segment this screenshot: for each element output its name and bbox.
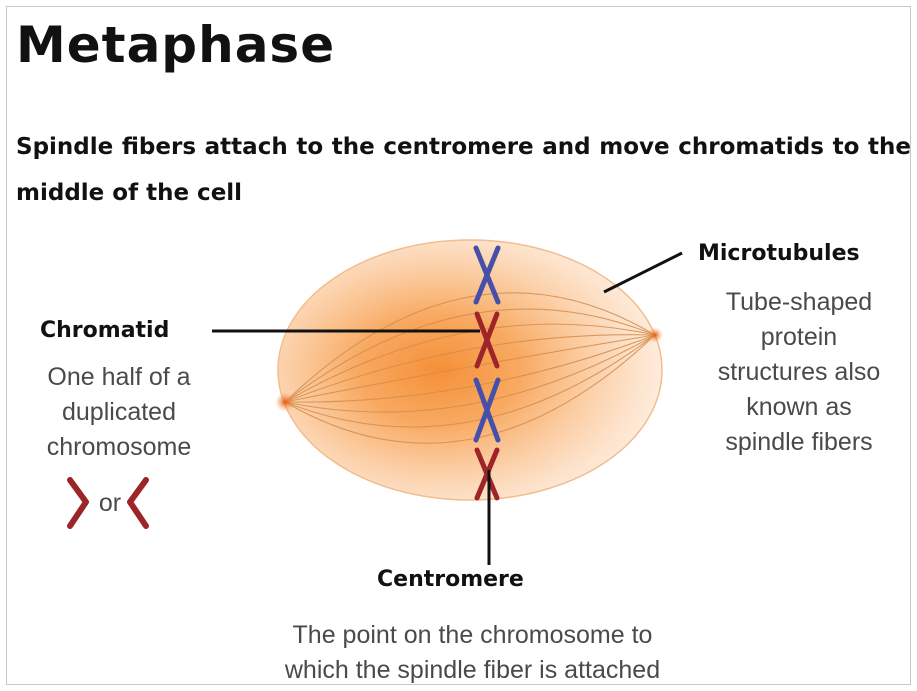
microtubules-desc-line: protein xyxy=(688,320,910,355)
right-chromatid-glyph xyxy=(70,480,86,526)
left-chromatid-glyph xyxy=(130,480,146,526)
cell-body xyxy=(278,240,662,500)
chromatid-label: Chromatid xyxy=(40,318,169,343)
right-centrosome xyxy=(647,327,663,343)
microtubules-pointer-line xyxy=(604,253,682,292)
microtubules-description: Tube-shaped protein structures also know… xyxy=(688,285,910,460)
microtubules-desc-line: spindle fibers xyxy=(688,425,910,460)
centromere-desc-line: The point on the chromosome to xyxy=(245,618,700,653)
or-text: or xyxy=(92,486,128,521)
chromatid-desc-line: chromosome xyxy=(20,430,218,465)
chromatid-desc-line: One half of a xyxy=(20,360,218,395)
left-centrosome xyxy=(275,392,295,412)
centromere-label: Centromere xyxy=(377,567,524,592)
microtubules-desc-line: Tube-shaped xyxy=(688,285,910,320)
microtubules-label: Microtubules xyxy=(698,241,860,266)
chromatid-description: One half of a duplicated chromosome xyxy=(20,360,218,465)
centromere-description: The point on the chromosome to which the… xyxy=(245,618,700,688)
centromere-desc-line: which the spindle fiber is attached xyxy=(245,653,700,688)
microtubules-desc-line: structures also xyxy=(688,355,910,390)
chromatid-desc-line: duplicated xyxy=(20,395,218,430)
microtubules-desc-line: known as xyxy=(688,390,910,425)
